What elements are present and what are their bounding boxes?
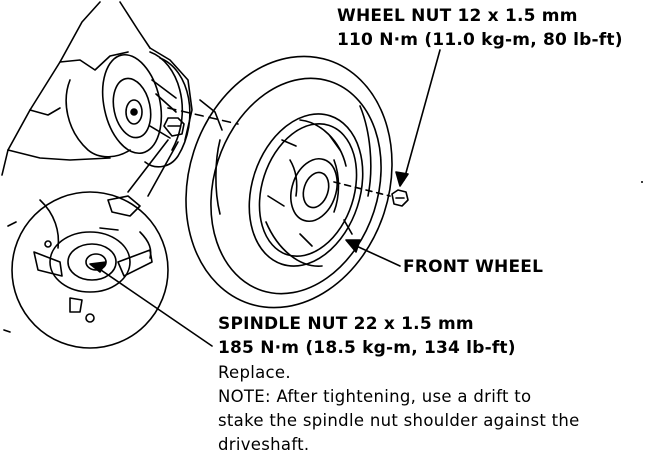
knuckle-assembly	[1, 1, 239, 176]
spindle-nut-title: SPINDLE NUT 22 x 1.5 mm	[218, 314, 474, 334]
front-wheel-label: FRONT WHEEL	[403, 257, 544, 277]
wheel-nut-title: WHEEL NUT 12 x 1.5 mm	[337, 6, 578, 26]
spindle-nut-arrowhead	[89, 261, 107, 273]
spindle-nut-note-line2: stake the spindle nut shoulder against t…	[218, 411, 580, 430]
spindle-nut-small	[163, 117, 185, 137]
wheel-nut-axis	[333, 181, 391, 197]
front-wheel-arrowhead	[345, 239, 361, 253]
wheel-nut-torque: 110 N·m (11.0 kg-m, 80 lb-ft)	[337, 30, 623, 50]
knuckle-edge-marks	[3, 221, 17, 333]
front-wheel	[185, 55, 393, 309]
spindle-nut-replace: Replace.	[218, 363, 291, 382]
wheel-nut	[391, 189, 409, 207]
spindle-nut-leader	[97, 267, 213, 347]
wheel-nut-leader	[403, 49, 441, 181]
spindle-nut-torque: 185 N·m (18.5 kg-m, 134 lb-ft)	[218, 338, 516, 358]
front-wheel-leader	[351, 243, 401, 267]
wheel-nut-arrowhead	[395, 171, 409, 187]
spindle-detail-circle	[11, 191, 169, 349]
spindle-nut-note-line1: NOTE: After tightening, use a drift to	[218, 387, 532, 406]
detail-leader-left	[127, 139, 169, 193]
detail-leader-right	[147, 141, 179, 197]
spindle-nut-note-line3: driveshaft.	[218, 435, 310, 454]
